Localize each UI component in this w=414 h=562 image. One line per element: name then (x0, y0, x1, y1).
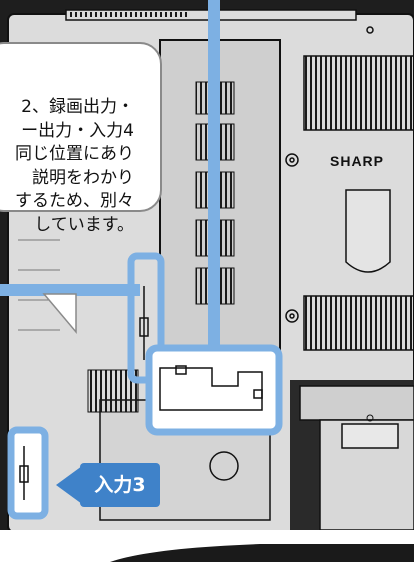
callout-line-2: ー出力・入力4 (21, 120, 134, 141)
callout-line-4: 説明をわかり (32, 167, 134, 188)
mount-plate (345, 189, 391, 273)
tag-pointer (56, 466, 82, 504)
callout-line-1: 2、録画出力・ (21, 97, 134, 117)
callout-line-6: しています。 (34, 214, 134, 235)
pointer-line-top (208, 0, 220, 350)
callout-bubble: 2、録画出力・ ー出力・入力4 同じ位置にあり 説明をわかり するため、別々 し… (0, 42, 162, 235)
vent-bottom-right (303, 295, 414, 351)
callout-text: 2、録画出力・ ー出力・入力4 同じ位置にあり 説明をわかり するため、別々 し… (0, 96, 134, 237)
brand-emblem: SHARP (330, 153, 384, 169)
input3-tag: 入力3 (80, 463, 160, 507)
vent-top-right (303, 55, 414, 131)
callout-line-3: 同じ位置にあり (15, 144, 134, 164)
callout-line-5: するため、別々 (15, 191, 134, 211)
highlight-rear-terminal (145, 344, 283, 436)
